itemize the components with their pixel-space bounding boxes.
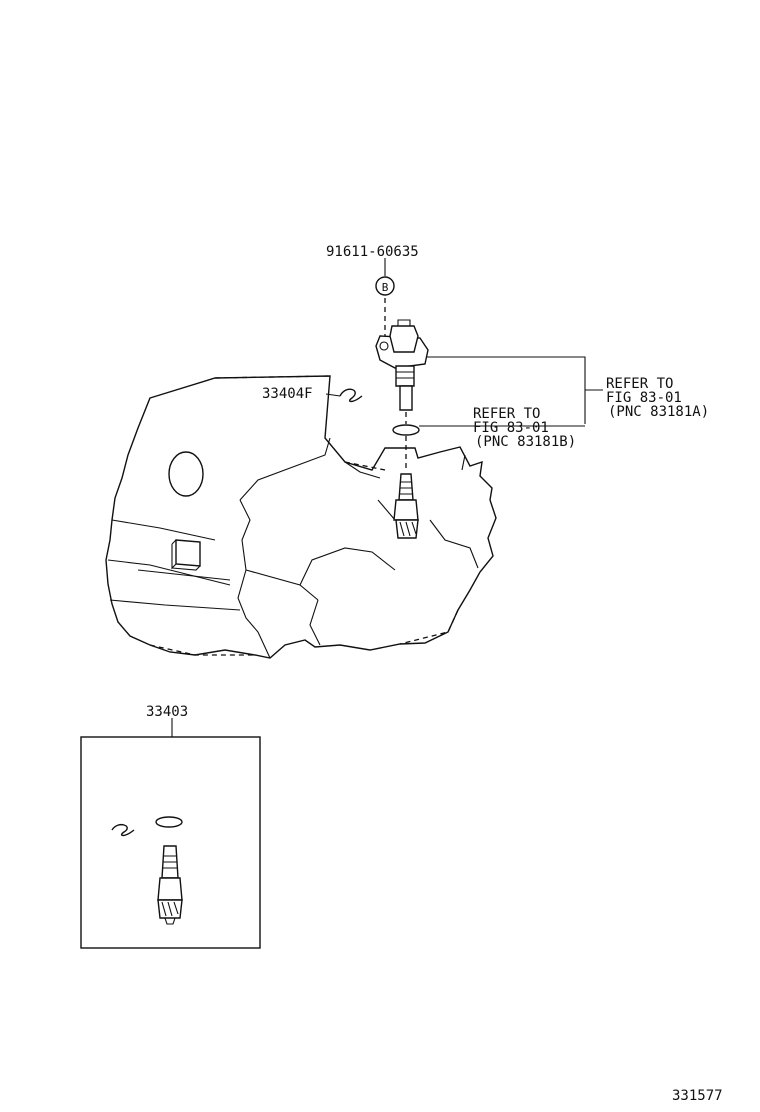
speed-sensor-drawing bbox=[375, 319, 429, 411]
bolt-marker-circle bbox=[375, 276, 395, 296]
kit-gear-drawing bbox=[157, 845, 183, 925]
kit-o-ring-drawing bbox=[155, 816, 183, 828]
bolt-marker-letter: B bbox=[382, 281, 389, 294]
refer-b-line3: (PNC 83181B) bbox=[475, 434, 576, 450]
clip-part-number: 33404F bbox=[262, 386, 313, 402]
kit-clip-drawing bbox=[111, 823, 135, 837]
clip-drawing bbox=[339, 388, 363, 403]
refer-a-line3: (PNC 83181A) bbox=[608, 404, 709, 420]
refer-a-bracket bbox=[426, 356, 603, 424]
diagram-number: 331577 bbox=[672, 1088, 723, 1104]
kit-part-number: 33403 bbox=[146, 704, 188, 720]
refer-b-line1: REFER TO bbox=[473, 406, 540, 422]
bolt-part-number: 91611-60635 bbox=[326, 244, 419, 260]
refer-b-line2: FIG 83-01 bbox=[473, 420, 549, 436]
refer-a-line1: REFER TO bbox=[606, 376, 673, 392]
kit-box bbox=[80, 736, 261, 949]
refer-a-line2: FIG 83-01 bbox=[606, 390, 682, 406]
driven-gear-drawing bbox=[393, 473, 419, 539]
transaxle-housing-drawing bbox=[105, 375, 497, 659]
o-ring-drawing bbox=[392, 424, 420, 436]
